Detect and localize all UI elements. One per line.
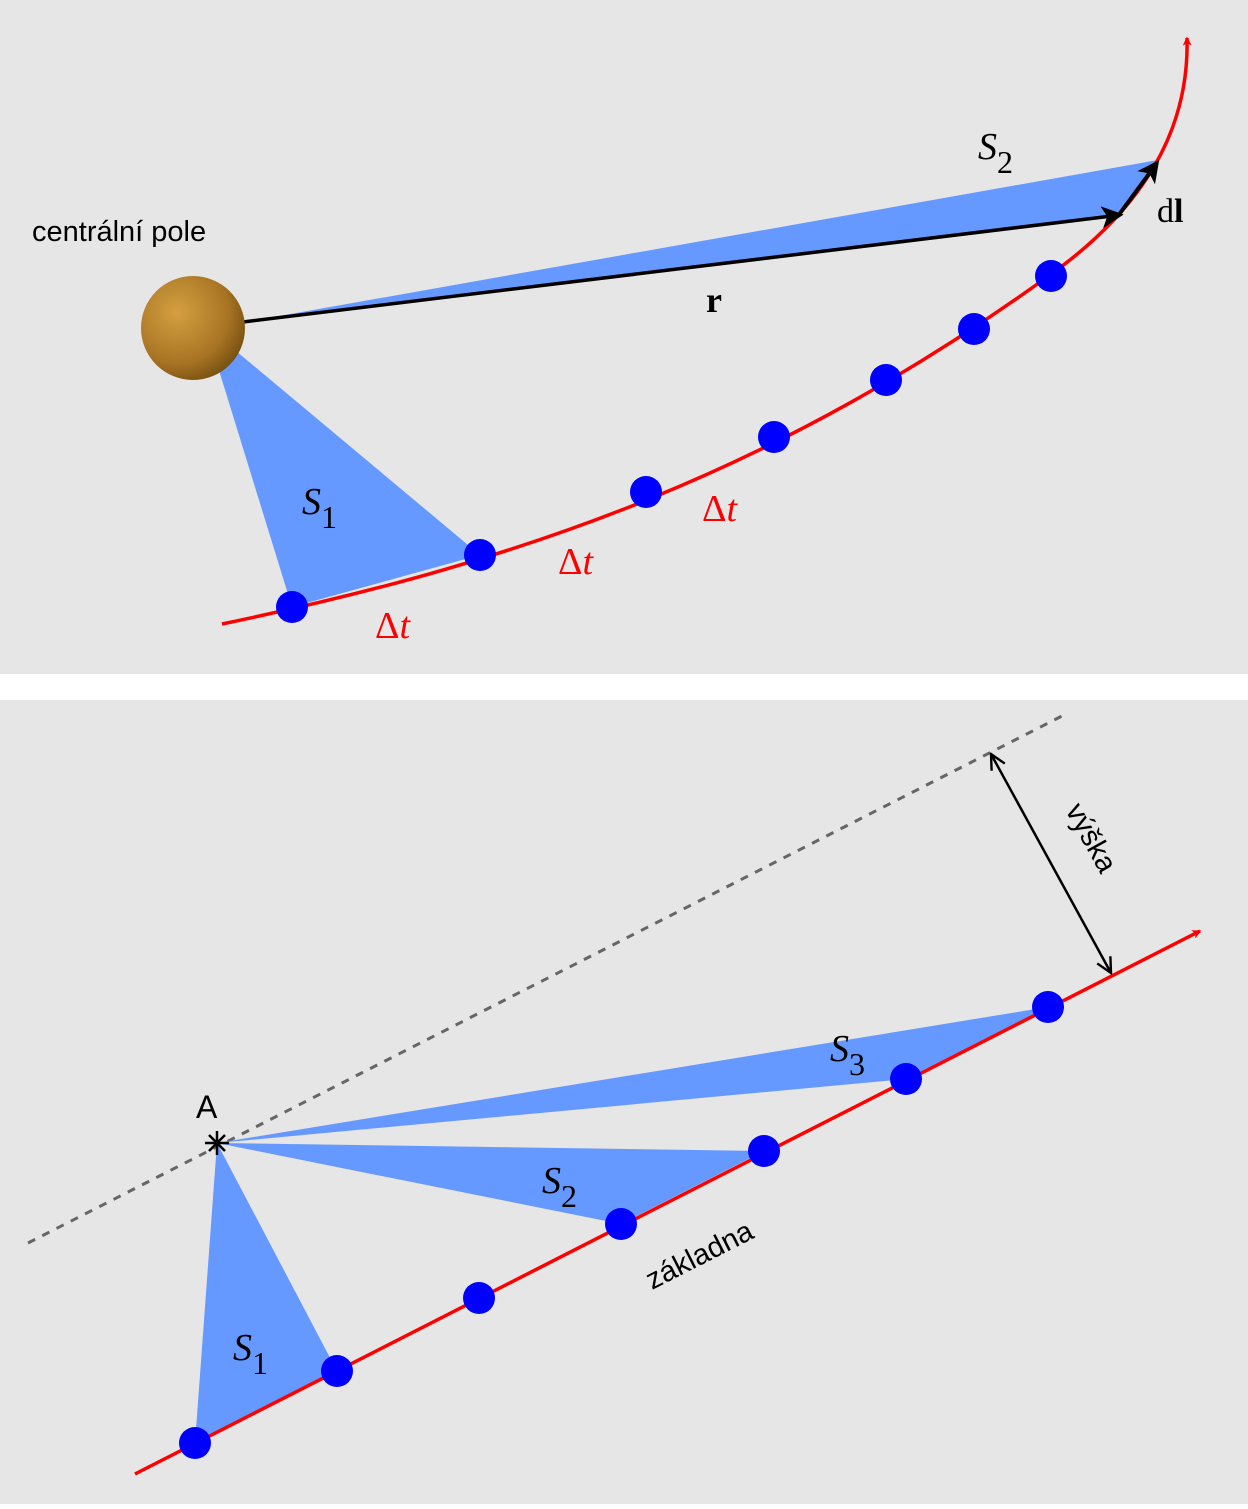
bottom-label-s3: S3 <box>830 1028 865 1082</box>
top-area-s2 <box>240 160 1158 323</box>
point-a-label: A <box>196 1089 218 1125</box>
dt-label-1: Δt <box>375 605 411 647</box>
bottom-area-s2 <box>217 1143 764 1224</box>
position-point <box>605 1208 637 1240</box>
position-point <box>758 421 790 453</box>
central-body <box>141 276 245 380</box>
position-point <box>1035 260 1067 292</box>
top-label-s2: S2 <box>978 126 1013 180</box>
dl-label: dl <box>1157 193 1183 230</box>
bottom-trajectory <box>134 929 1202 1476</box>
position-point <box>630 476 662 508</box>
parallel-dashed-line <box>27 714 1063 1245</box>
position-point <box>179 1427 211 1459</box>
position-point <box>463 1282 495 1314</box>
position-point <box>890 1063 922 1095</box>
bottom-label-s2: S2 <box>542 1160 577 1214</box>
bottom-area-s3 <box>217 1007 1048 1143</box>
position-point <box>1032 991 1064 1023</box>
top-area-s1 <box>205 325 480 607</box>
position-point <box>321 1355 353 1387</box>
bottom-position-points <box>179 991 1064 1459</box>
central-field-label: centrální pole <box>32 216 206 248</box>
position-point <box>958 313 990 345</box>
radius-vector-r <box>242 206 1124 324</box>
top-label-s1: S1 <box>302 481 337 535</box>
position-point <box>870 364 902 396</box>
dt-label-2: Δt <box>558 541 594 583</box>
bottom-label-s1: S1 <box>233 1327 268 1381</box>
bottom-area-s1 <box>195 1143 337 1443</box>
point-a-star-icon <box>205 1131 229 1155</box>
radius-label: r <box>706 280 722 320</box>
position-point <box>748 1135 780 1167</box>
height-arrow <box>991 754 1111 973</box>
dt-label-3: Δt <box>702 488 738 530</box>
position-point <box>276 591 308 623</box>
displacement-vector-dl <box>1116 160 1160 218</box>
top-position-points <box>276 260 1067 623</box>
position-point <box>464 539 496 571</box>
